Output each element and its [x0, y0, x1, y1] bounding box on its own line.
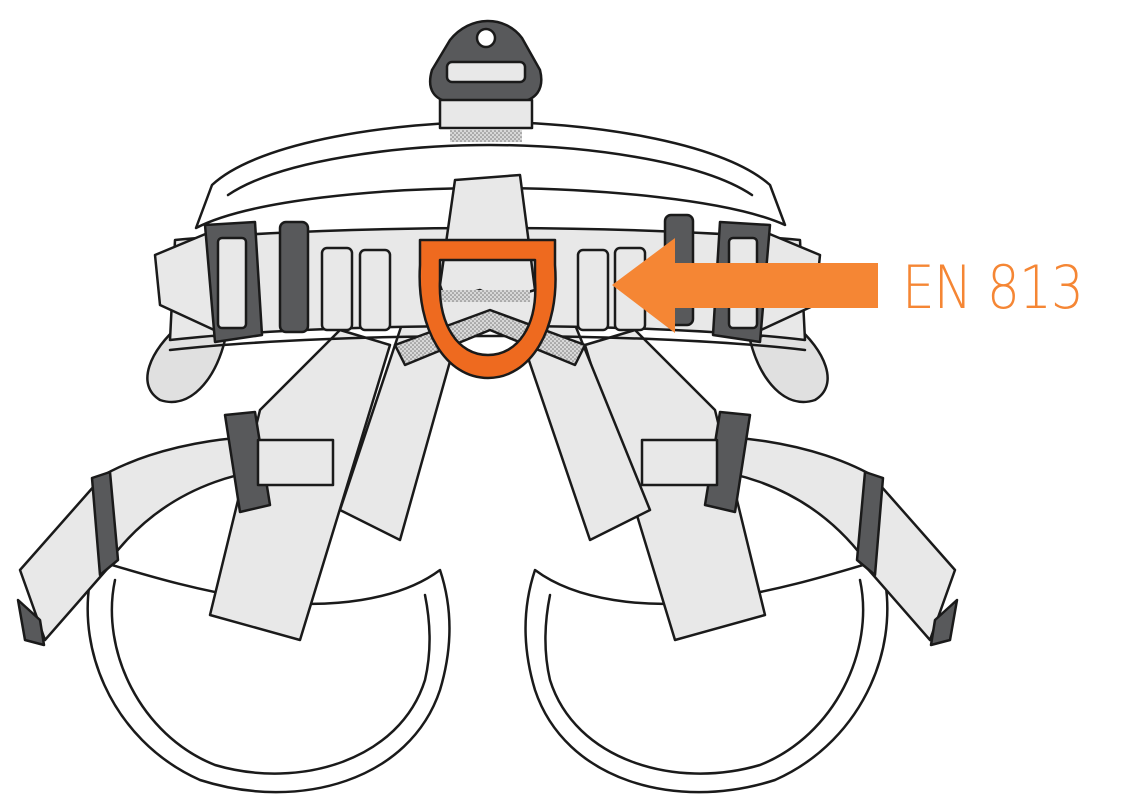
rear-tab-slot	[447, 62, 525, 82]
belay-loop-stitching	[440, 290, 530, 302]
rear-stitching	[450, 130, 522, 142]
waist-belt-lower-edge	[170, 336, 805, 350]
belt-keeper	[322, 248, 352, 330]
standard-label: EN 813	[902, 248, 1083, 328]
belt-keeper	[578, 250, 608, 330]
rear-webbing	[440, 100, 532, 128]
belt-keeper	[360, 250, 390, 330]
rear-tab-hole	[477, 29, 495, 47]
belt-keeper	[280, 222, 308, 332]
belay-loop-webbing	[440, 175, 535, 300]
